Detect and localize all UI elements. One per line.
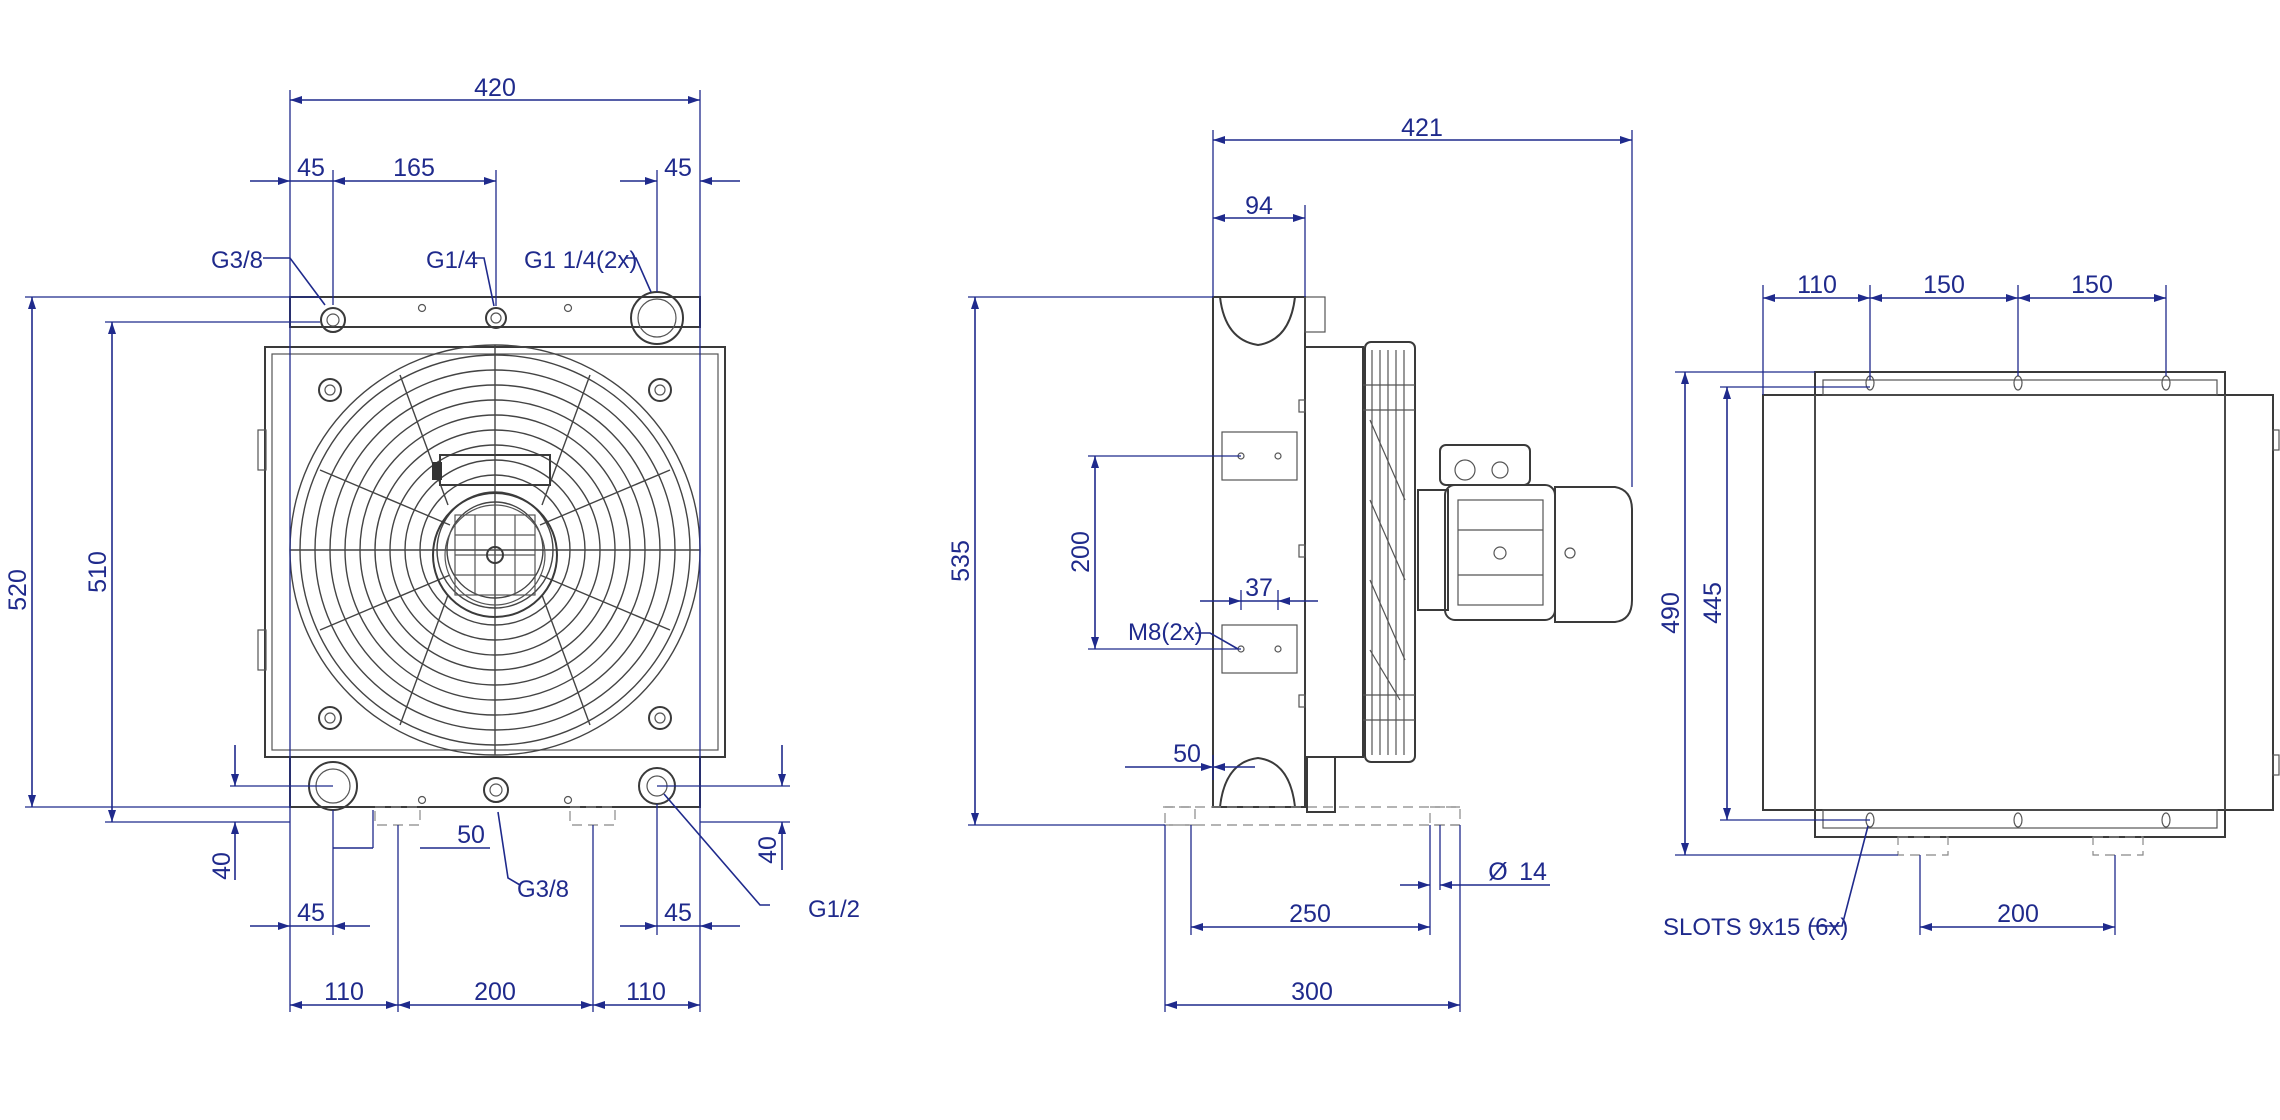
dim-bottom-50: 50	[1173, 740, 1201, 768]
dim-height-535: 535	[947, 540, 975, 582]
dim-inner-height: 510	[84, 551, 112, 593]
front-view-body	[257, 296, 726, 826]
callout-g12: G1/2	[808, 896, 860, 923]
side-view-extension-lines	[968, 130, 1633, 1012]
dim-port-spacing: 165	[393, 154, 435, 182]
side-view-dimension-texts: 421 94 535 200 37 50 250 300 Ø 14 M8(2x)	[947, 114, 1547, 1006]
front-view-dimension-texts: 420 45 165 45 520 510 40 50 45 45 110 20…	[4, 74, 782, 1006]
dim-foot-left: 110	[324, 978, 364, 1006]
dim-slot-spacing: 200	[1067, 531, 1095, 573]
dim-bottom-left-45: 45	[297, 899, 325, 927]
top-view: 110 150 150 490 445 200 SLOTS 9x15 (6x)	[1657, 271, 2280, 941]
dim-left-offset: 45	[297, 154, 325, 182]
top-view-dimension-texts: 110 150 150 490 445 200 SLOTS 9x15 (6x)	[1657, 271, 2113, 941]
front-view-extension-lines	[25, 90, 790, 1012]
dim-top-110: 110	[1797, 271, 1837, 299]
top-view-dimension-lines	[1681, 294, 2166, 931]
callout-g14-top: G1/4	[426, 247, 478, 274]
dim-foot-right: 110	[626, 978, 666, 1006]
dim-bolt-offset: 37	[1245, 574, 1273, 602]
dim-foot-span: 200	[474, 978, 516, 1006]
dim-core-depth: 94	[1245, 192, 1273, 220]
callout-m8: M8(2x)	[1128, 619, 1203, 646]
front-view-callouts: G3/8 G1/4 G1 1/4(2x) G3/8 G1/2	[211, 247, 860, 923]
dim-bottom-right-45: 45	[664, 899, 692, 927]
dim-overall-depth: 421	[1401, 114, 1443, 142]
dim-bottom-200: 200	[1997, 900, 2039, 928]
callout-g38-top: G3/8	[211, 247, 263, 274]
dim-diameter-symbol: Ø	[1488, 858, 1507, 886]
dim-overall-width: 420	[474, 74, 516, 102]
dim-bottom-port-50: 50	[457, 821, 485, 849]
callout-g38-bottom: G3/8	[517, 876, 569, 903]
dim-top-150b: 150	[2071, 271, 2113, 299]
dim-top-150a: 150	[1923, 271, 1965, 299]
dim-height-490: 490	[1657, 592, 1685, 634]
dim-height-445: 445	[1699, 582, 1727, 624]
side-view-body	[1163, 296, 1633, 826]
dim-foot-300: 300	[1291, 978, 1333, 1006]
dim-overall-height: 520	[4, 569, 32, 611]
dim-foot-250: 250	[1289, 900, 1331, 928]
dim-right-offset: 45	[664, 154, 692, 182]
callout-g1-1-4: G1 1/4(2x)	[524, 247, 637, 274]
front-view-dimension-lines	[28, 96, 786, 1009]
callout-slots: SLOTS 9x15 (6x)	[1663, 914, 1848, 941]
side-view-dimension-lines	[971, 136, 1632, 1009]
front-view: 420 45 165 45 520 510 40 50 45 45 110 20…	[4, 74, 860, 1012]
motor-hub	[432, 454, 558, 618]
side-view: 421 94 535 200 37 50 250 300 Ø 14 M8(2x)	[947, 114, 1633, 1012]
corner-bolts	[318, 378, 672, 730]
dim-bottom-offset: 40	[208, 852, 236, 880]
dim-right-40: 40	[754, 836, 782, 864]
top-view-body	[1762, 371, 2280, 856]
dim-diameter-value: 14	[1519, 858, 1547, 886]
